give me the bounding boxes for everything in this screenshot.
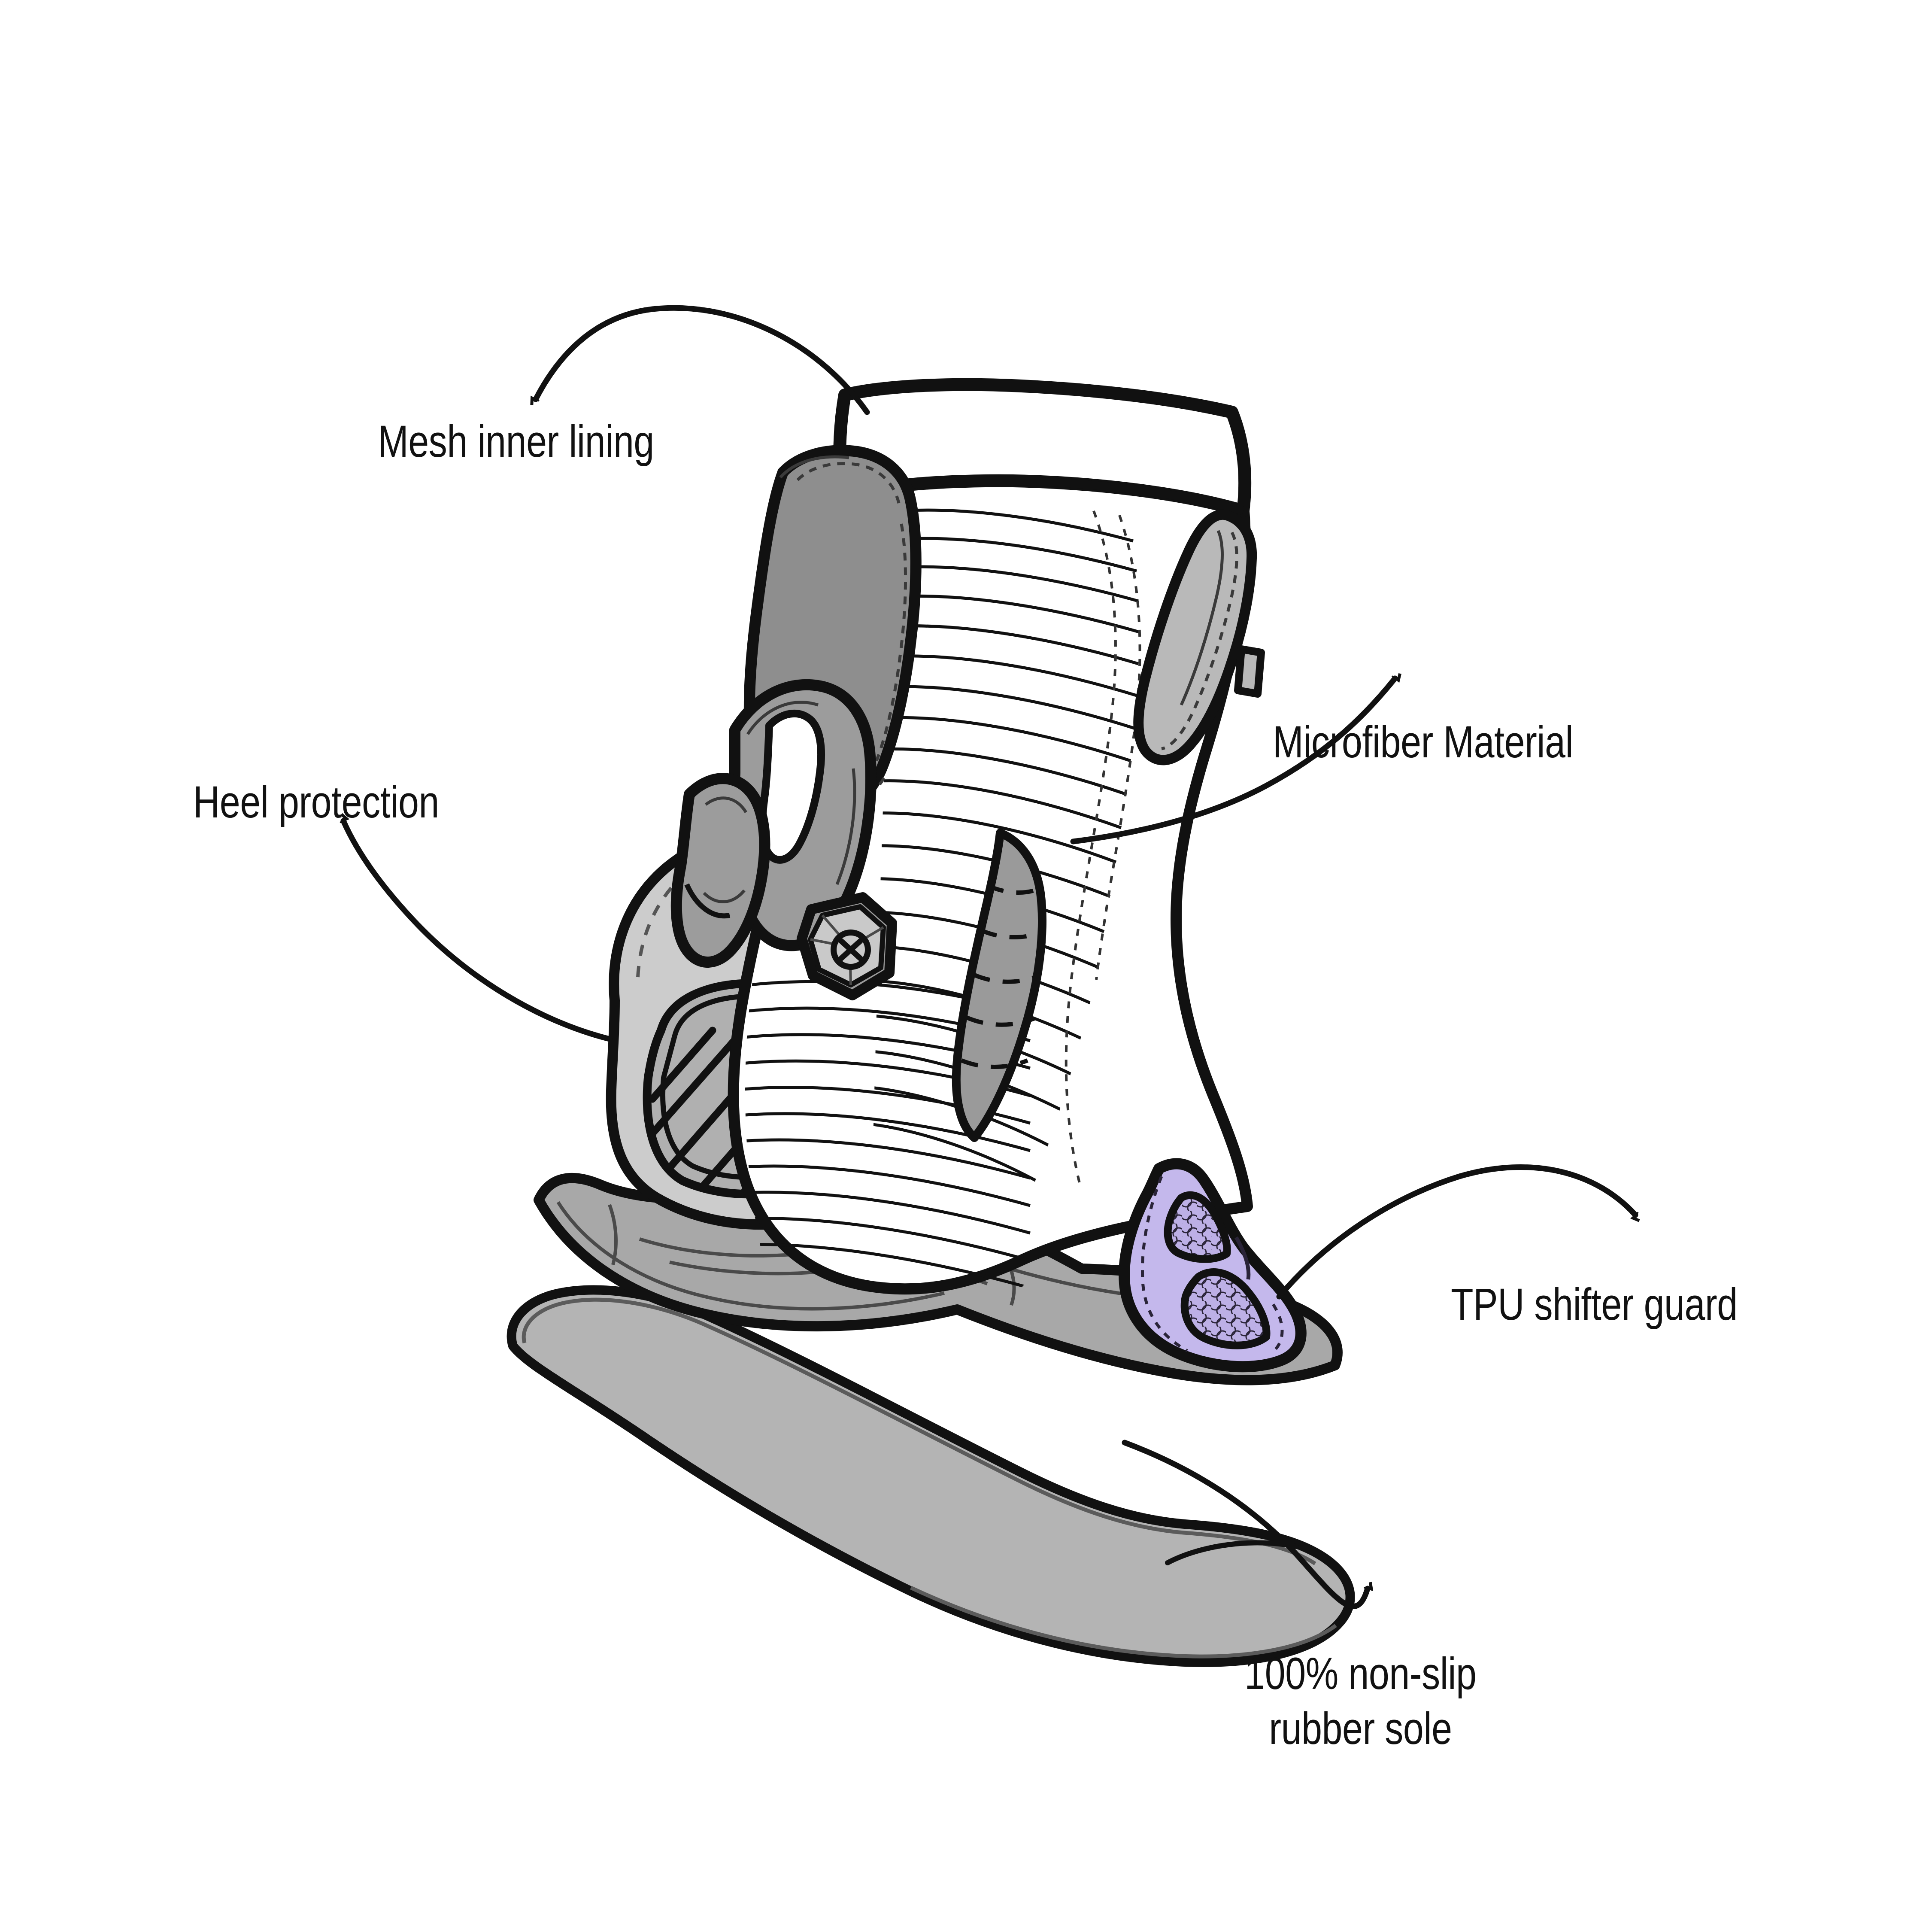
arrow-rubber-sole — [1122, 1440, 1368, 1609]
arrow-microfiber-material — [1070, 678, 1395, 844]
callout-label-rubber-sole-line1: 100% non-slip — [1244, 1649, 1477, 1699]
callout-label-tpu-shifter-guard: TPU shifter guard — [1451, 1279, 1738, 1330]
callout-arrows — [343, 305, 1635, 1609]
arrow-mesh-inner-lining — [536, 305, 870, 415]
callout-label-heel-protection: Heel protection — [193, 777, 439, 827]
part-rear-strap — [1133, 509, 1265, 766]
arrow-tpu-shifter-guard — [1276, 1164, 1635, 1300]
callout-label-rubber-sole-line2: rubber sole — [1269, 1704, 1452, 1754]
arrow-heel-protection — [343, 821, 613, 1042]
part-tpu-shifter-guard — [1119, 1158, 1307, 1373]
callout-label-microfiber-material: Microfiber Material — [1273, 717, 1574, 767]
callout-label-mesh-inner-lining: Mesh inner lining — [378, 416, 654, 467]
part-flex-bellows — [952, 829, 1046, 1142]
part-ankle-brace — [670, 679, 897, 1000]
